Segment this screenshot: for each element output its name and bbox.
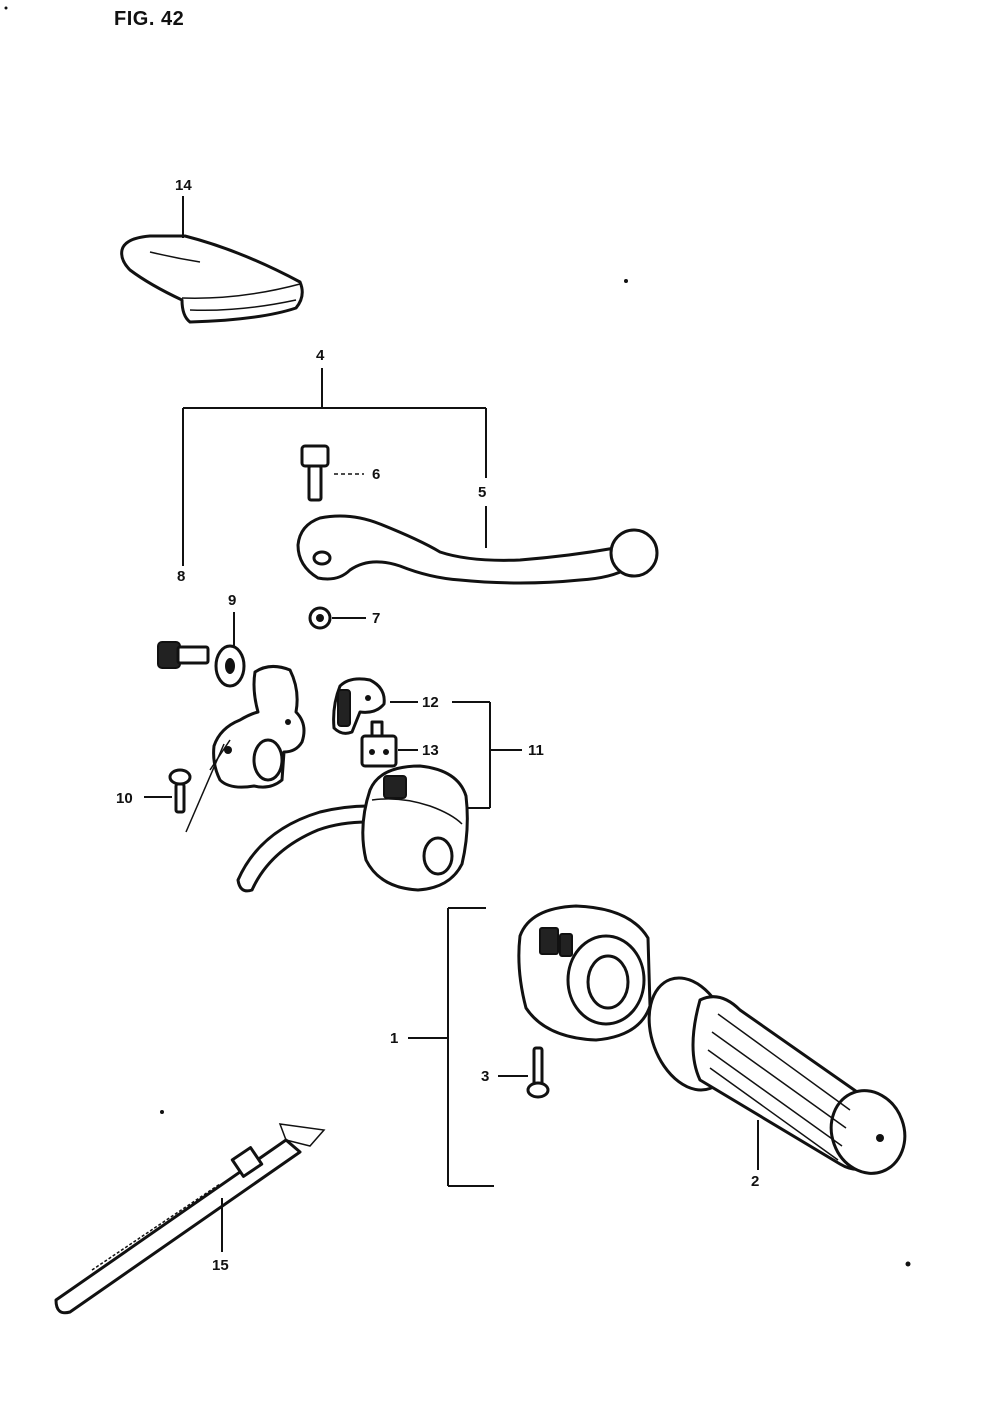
bracket-4: 4 <box>182 347 487 566</box>
scan-specks <box>4 6 911 1267</box>
part-12-switch-lever: 12 <box>332 677 439 735</box>
label-7: 7 <box>372 610 380 627</box>
part-5-lever: 5 <box>296 484 659 585</box>
label-3: 3 <box>481 1068 489 1085</box>
figure-title: FIG. 42 <box>114 8 185 30</box>
bracket-11: 11 <box>452 701 544 809</box>
part-14-lever-cover: 14 <box>120 177 304 324</box>
label-12: 12 <box>422 694 439 711</box>
label-4: 4 <box>316 347 325 364</box>
throttle-housing <box>517 904 652 1042</box>
label-8: 8 <box>177 568 185 585</box>
part-6-pivot-bolt: 6 <box>300 444 380 502</box>
label-10: 10 <box>116 790 133 807</box>
label-13: 13 <box>422 742 439 759</box>
part-8-bolt: 8 <box>157 568 210 669</box>
part-7-nut: 7 <box>308 606 380 630</box>
label-14: 14 <box>175 177 192 194</box>
label-6: 6 <box>372 466 380 483</box>
part-3-screw: 3 <box>481 1046 550 1099</box>
switch-housing-with-cable <box>236 764 469 893</box>
lever-holder <box>185 665 306 833</box>
label-1: 1 <box>390 1030 398 1047</box>
label-2: 2 <box>751 1173 759 1190</box>
label-11: 11 <box>528 742 544 759</box>
label-9: 9 <box>228 592 236 609</box>
part-2-grip: 2 <box>647 976 907 1190</box>
part-15-cable-tie: 15 <box>54 1123 326 1315</box>
label-15: 15 <box>212 1257 229 1274</box>
part-10-screw: 10 <box>116 768 192 814</box>
bracket-1: 1 <box>390 907 494 1187</box>
part-9-washer: 9 <box>214 592 246 688</box>
label-5: 5 <box>478 484 486 501</box>
part-13-switch: 13 <box>360 720 439 768</box>
